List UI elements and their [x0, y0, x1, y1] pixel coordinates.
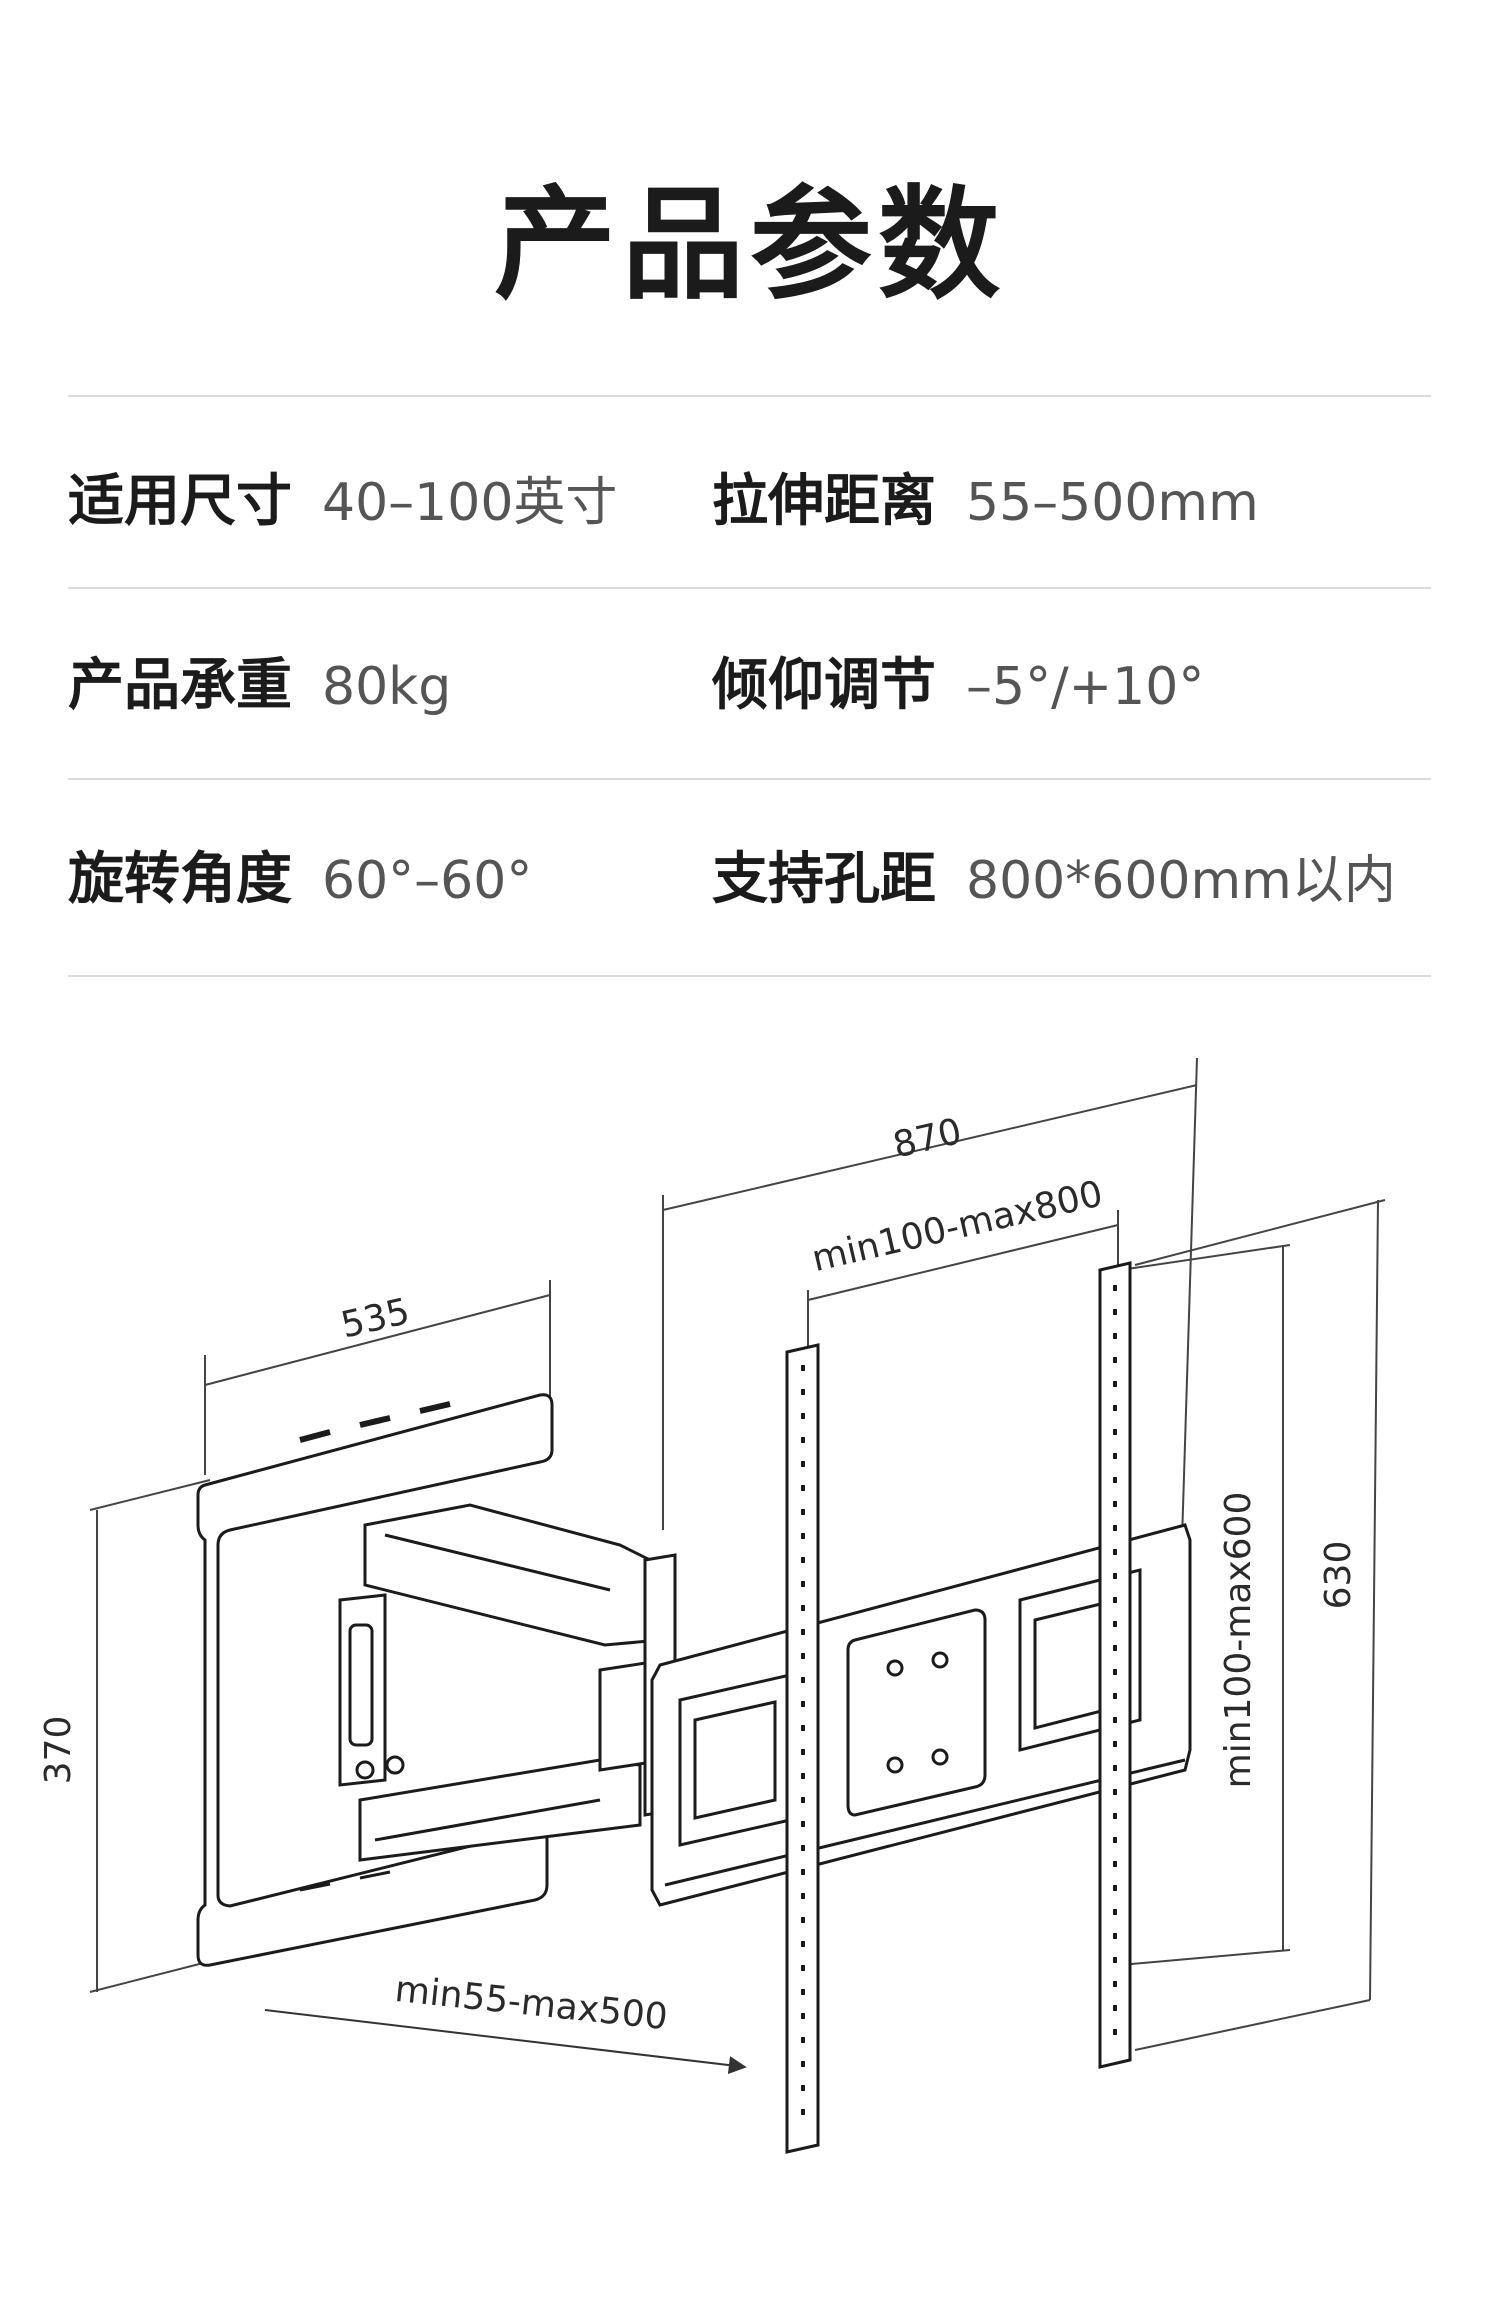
- dim-total-width-label: 870: [889, 1111, 965, 1166]
- dim-extension-label: min55-max500: [393, 1969, 670, 2038]
- page-title: 产品参数: [494, 174, 1006, 316]
- spec-value: 40–100英寸: [322, 473, 618, 533]
- wall-plate: [196, 1393, 554, 1967]
- spec-value: 800*600mm以内: [966, 851, 1396, 911]
- divider: [68, 395, 1431, 397]
- spec-item-tilt: 倾仰调节 –5°/+10°: [712, 651, 1204, 734]
- spec-item-swivel: 旋转角度 60°–60°: [68, 845, 532, 928]
- spec-item-load: 产品承重 80kg: [68, 651, 451, 734]
- dim-arm-width-label: 535: [337, 1291, 413, 1346]
- right-vertical-bracket: [1098, 1261, 1132, 2069]
- dim-hole-height-label: min100-max600: [1218, 1492, 1259, 1789]
- spec-label: 支持孔距: [712, 847, 936, 912]
- spec-label: 拉伸距离: [712, 469, 936, 534]
- divider: [68, 778, 1431, 780]
- spec-item-extension: 拉伸距离 55–500mm: [712, 467, 1259, 550]
- vesa-holes: [886, 1651, 949, 1774]
- spec-label: 倾仰调节: [712, 653, 936, 718]
- divider: [68, 587, 1431, 589]
- left-vertical-bracket: [785, 1343, 820, 2154]
- spec-value: 55–500mm: [966, 473, 1259, 533]
- spec-value: –5°/+10°: [966, 657, 1205, 717]
- spec-value: 60°–60°: [322, 851, 533, 911]
- spec-label: 产品承重: [68, 653, 292, 718]
- spec-label: 旋转角度: [68, 847, 292, 912]
- dim-total-height-label: 630: [1318, 1541, 1359, 1610]
- divider: [68, 975, 1431, 977]
- spec-item-vesa: 支持孔距 800*600mm以内: [712, 845, 1396, 928]
- dim-arm-height-label: 370: [38, 1716, 79, 1785]
- spec-label: 适用尺寸: [68, 469, 292, 534]
- extension-arrow: [264, 2009, 747, 2075]
- spec-value: 80kg: [322, 657, 452, 717]
- spec-item-screen-size: 适用尺寸 40–100英寸: [68, 467, 617, 550]
- product-dimension-diagram: 870 min100-max800 535 370 630 min100-max…: [38, 1057, 1386, 2154]
- dimension-lines: [89, 1057, 1386, 2051]
- articulating-arms: [338, 1503, 677, 1862]
